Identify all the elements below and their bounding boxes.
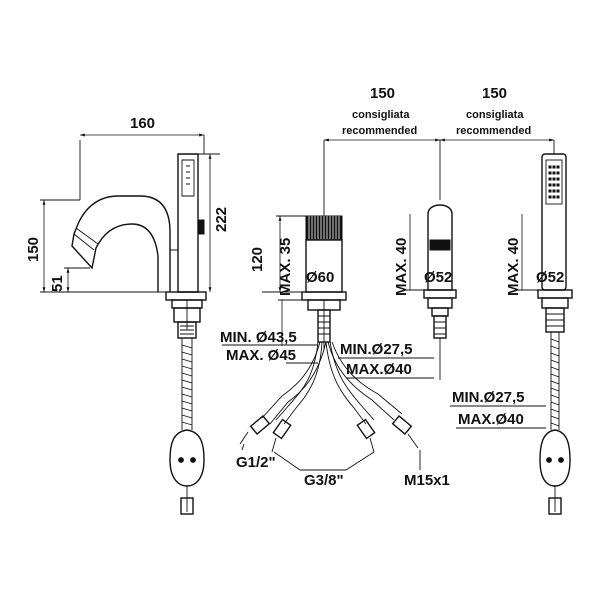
g12-label: G1/2" — [236, 454, 276, 471]
dim-d52-diverter: Ø52 — [424, 269, 452, 286]
diverter-body — [427, 204, 453, 291]
spout-dimensions: 160 222 150 51 — [25, 115, 230, 293]
dim-min-27-5-b: MIN.Ø27,5 — [452, 389, 525, 406]
recommended-spacing: 150 consigliata recommended 150 consigli… — [323, 85, 555, 216]
consigliata-a: consigliata — [352, 109, 410, 121]
dim-160: 160 — [130, 115, 155, 132]
dim-d60: Ø60 — [306, 269, 334, 286]
dim-150-rec-b: 150 — [482, 85, 507, 102]
dim-max35: MAX. 35 — [277, 238, 294, 296]
dim-d52-shower: Ø52 — [536, 269, 564, 286]
mixer-hose-right — [327, 341, 403, 421]
spout-view — [71, 153, 207, 515]
dim-max40-shower: MAX. 40 — [505, 238, 522, 296]
hand-shower-check-valve — [539, 429, 571, 487]
knob — [197, 219, 205, 235]
dim-150-rec-a: 150 — [370, 85, 395, 102]
dim-120: 120 — [249, 247, 266, 272]
diverter-dimensions: MAX. 40 Ø52 MIN.Ø27,5 MAX.Ø40 — [338, 214, 452, 379]
dim-min-27-5-a: MIN.Ø27,5 — [340, 341, 413, 358]
spout-check-valve — [169, 429, 205, 487]
spout-hose — [181, 338, 193, 430]
recommended-b: recommended — [456, 125, 531, 137]
dim-max-40-a: MAX.Ø40 — [346, 361, 412, 378]
dim-51: 51 — [49, 275, 66, 292]
g38-label: G3/8" — [304, 472, 344, 489]
spout-body — [71, 195, 171, 292]
mixer-hose-midright — [325, 341, 375, 425]
dim-min-43-5: MIN. Ø43,5 — [220, 329, 297, 346]
dim-max-40-b: MAX.Ø40 — [458, 411, 524, 428]
hand-shower-view — [537, 153, 573, 515]
diverter-view — [423, 204, 457, 380]
hand-shower-dimensions: MAX. 40 Ø52 MIN.Ø27,5 MAX.Ø40 — [450, 214, 564, 429]
dim-max40-diverter: MAX. 40 — [393, 238, 410, 296]
recommended-a: recommended — [342, 125, 417, 137]
dim-150-spout: 150 — [25, 237, 42, 262]
mixer-hose-midleft — [261, 341, 327, 425]
m15-label: M15x1 — [404, 472, 450, 489]
mixer-view — [239, 215, 419, 453]
dim-max-45: MAX. Ø45 — [226, 347, 296, 364]
mixer-dimensions: 120 MAX. 35 Ø60 MIN. Ø43,5 MAX. Ø45 G1/2… — [220, 215, 450, 489]
consigliata-b: consigliata — [466, 109, 524, 121]
holder-on-spout — [177, 153, 199, 293]
dim-222: 222 — [213, 207, 230, 232]
